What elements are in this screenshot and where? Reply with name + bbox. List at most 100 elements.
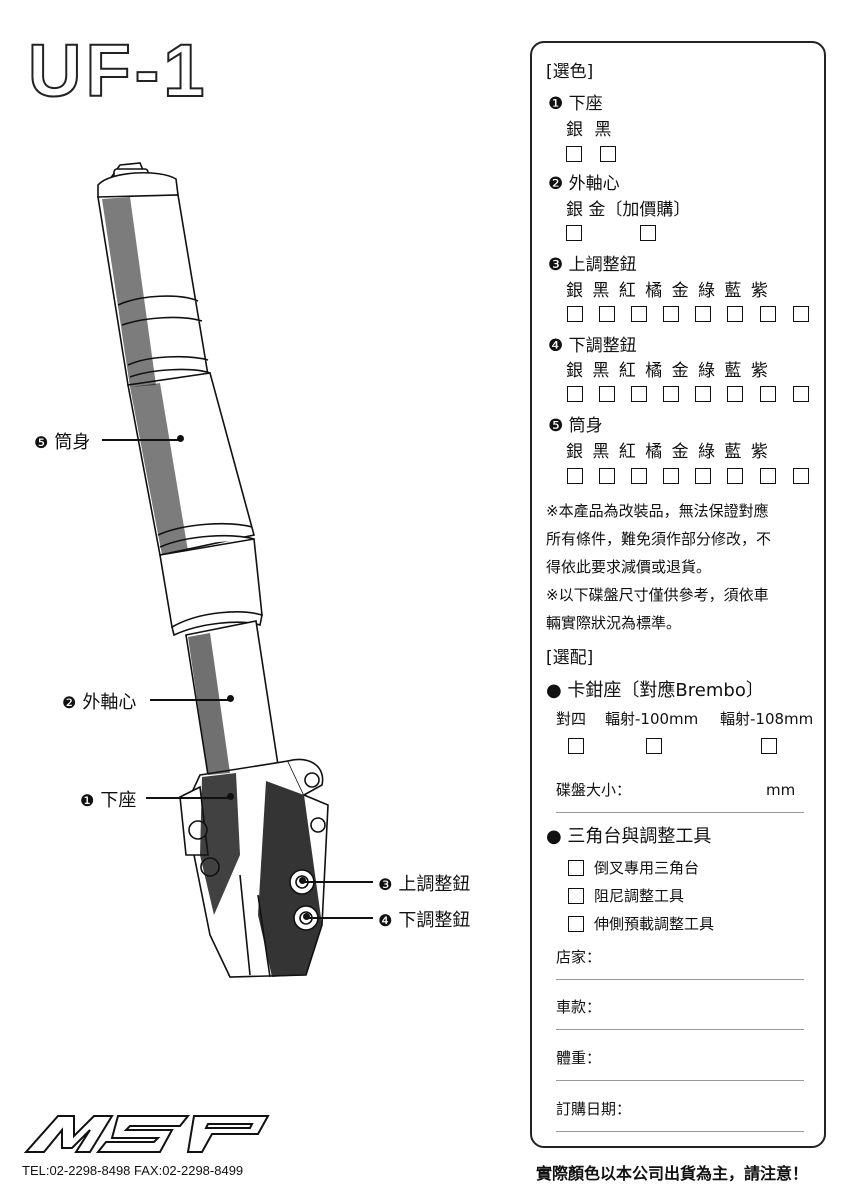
dealer-label: 店家： xyxy=(556,948,602,966)
weight-field-line[interactable] xyxy=(556,1080,804,1081)
leader-dot xyxy=(299,877,306,884)
section-base-title: ❶ 下座 xyxy=(548,94,603,114)
disc-size-field-line[interactable] xyxy=(556,812,804,813)
color-notice: 實際顏色以本公司出貨為主，請注意！ xyxy=(536,1164,809,1183)
callout-outer-number: ❷ xyxy=(62,693,77,712)
checkbox[interactable] xyxy=(566,225,582,241)
checkbox[interactable] xyxy=(568,916,584,932)
dealer-field-line[interactable] xyxy=(556,979,804,980)
caliper-title: ● 卡鉗座〔對應Brembo〕 xyxy=(546,680,764,701)
checkbox[interactable] xyxy=(760,386,776,402)
checkbox[interactable] xyxy=(695,306,711,322)
checkbox[interactable] xyxy=(760,306,776,322)
checkbox[interactable] xyxy=(760,468,776,484)
vehicle-model-label: 車款： xyxy=(556,998,602,1016)
checkbox[interactable] xyxy=(663,468,679,484)
checkbox[interactable] xyxy=(567,386,583,402)
checkbox[interactable] xyxy=(568,860,584,876)
checkbox[interactable] xyxy=(761,738,777,754)
checkbox[interactable] xyxy=(599,386,615,402)
section-lower-adjuster-colors: 銀 黑 紅 橘 金 綠 藍 紫 xyxy=(566,361,768,381)
checkbox[interactable] xyxy=(599,468,615,484)
checkbox[interactable] xyxy=(727,386,743,402)
checkbox[interactable] xyxy=(793,306,809,322)
checkbox[interactable] xyxy=(567,468,583,484)
callout-outer-label: 外軸心 xyxy=(82,692,137,713)
leader-line xyxy=(150,699,230,701)
checkbox[interactable] xyxy=(663,386,679,402)
section-tube-title: ❺ 筒身 xyxy=(548,416,603,436)
checkbox[interactable] xyxy=(695,468,711,484)
contact-info: TEL:02-2298-8498 FAX:02-2298-8499 xyxy=(22,1163,244,1178)
checkbox[interactable] xyxy=(727,468,743,484)
disclaimer-line: ※以下碟盤尺寸僅供參考，須依車 xyxy=(546,586,769,604)
section-outer-title: ❷ 外軸心 xyxy=(548,174,620,194)
disclaimer-line: 得依此要求減價或退貨。 xyxy=(546,558,712,576)
leader-line xyxy=(309,917,373,919)
checkbox[interactable] xyxy=(631,386,647,402)
callout-upper-number: ❸ xyxy=(378,875,393,894)
section-lower-adjuster-title: ❹ 下調整鈕 xyxy=(548,336,637,356)
vehicle-model-field-line[interactable] xyxy=(556,1029,804,1030)
section-upper-adjuster-colors: 銀 黑 紅 橘 金 綠 藍 紫 xyxy=(566,281,768,301)
checkbox[interactable] xyxy=(600,146,616,162)
weight-label: 體重： xyxy=(556,1049,602,1067)
callout-tube-label: 筒身 xyxy=(54,432,91,453)
disclaimer-line: 所有條件，難免須作部分修改，不 xyxy=(546,530,772,548)
tool-option-label: 阻尼調整工具 xyxy=(594,887,685,905)
leader-dot xyxy=(177,435,184,442)
leader-dot xyxy=(227,793,234,800)
disc-size-unit: mm xyxy=(766,781,796,799)
triple-clamp-title: ● 三角台與調整工具 xyxy=(546,826,712,847)
disclaimer-line: ※本產品為改裝品，無法保證對應 xyxy=(546,502,769,520)
checkbox[interactable] xyxy=(568,888,584,904)
checkbox[interactable] xyxy=(695,386,711,402)
leader-dot xyxy=(227,695,234,702)
callout-base-label: 下座 xyxy=(100,790,137,811)
checkbox[interactable] xyxy=(727,306,743,322)
checkbox[interactable] xyxy=(599,306,615,322)
options-section-header: [選配] xyxy=(546,648,594,668)
checkbox[interactable] xyxy=(663,306,679,322)
callout-upper-adjuster: ❸ 上調整鈕 xyxy=(378,870,470,896)
leader-line xyxy=(102,439,180,441)
callout-upper-label: 上調整鈕 xyxy=(398,874,471,895)
leader-line xyxy=(146,797,230,799)
order-date-label: 訂購日期： xyxy=(556,1100,632,1118)
section-base-colors: 銀 黑 xyxy=(566,120,612,140)
checkbox[interactable] xyxy=(567,306,583,322)
checkbox[interactable] xyxy=(631,306,647,322)
order-form-panel xyxy=(530,41,826,1148)
leader-dot xyxy=(303,913,310,920)
checkbox[interactable] xyxy=(566,146,582,162)
callout-base: ❶ 下座 xyxy=(80,786,136,812)
checkbox[interactable] xyxy=(568,738,584,754)
checkbox[interactable] xyxy=(631,468,647,484)
section-tube-colors: 銀 黑 紅 橘 金 綠 藍 紫 xyxy=(566,442,768,462)
order-date-field-line[interactable] xyxy=(556,1131,804,1132)
section-upper-adjuster-title: ❸ 上調整鈕 xyxy=(548,255,637,275)
checkbox[interactable] xyxy=(793,468,809,484)
checkbox[interactable] xyxy=(646,738,662,754)
callout-lower-number: ❹ xyxy=(378,911,393,930)
caliper-option-label: 對四 xyxy=(556,710,587,728)
callout-lower-adjuster: ❹ 下調整鈕 xyxy=(378,906,470,932)
fork-illustration xyxy=(97,162,329,978)
section-outer-colors: 銀 金〔加價購〕 xyxy=(566,200,691,220)
tool-option-label: 倒叉專用三角台 xyxy=(594,859,700,877)
checkbox[interactable] xyxy=(640,225,656,241)
callout-base-number: ❶ xyxy=(80,791,95,810)
checkbox[interactable] xyxy=(793,386,809,402)
color-section-header: [選色] xyxy=(546,62,594,82)
product-title: UF-1 xyxy=(27,29,209,112)
leader-line xyxy=(305,881,373,883)
caliper-option-label: 輻射-100mm xyxy=(605,710,699,728)
disclaimer-line: 輛實際狀況為標準。 xyxy=(546,614,682,632)
callout-lower-label: 下調整鈕 xyxy=(398,910,471,931)
callout-tube: ❺ 筒身 xyxy=(34,428,90,454)
callout-outer: ❷ 外軸心 xyxy=(62,688,136,714)
callout-tube-number: ❺ xyxy=(34,433,49,452)
disc-size-label: 碟盤大小： xyxy=(556,781,632,799)
msp-logo xyxy=(23,1115,270,1153)
tool-option-label: 伸側預載調整工具 xyxy=(594,915,715,933)
